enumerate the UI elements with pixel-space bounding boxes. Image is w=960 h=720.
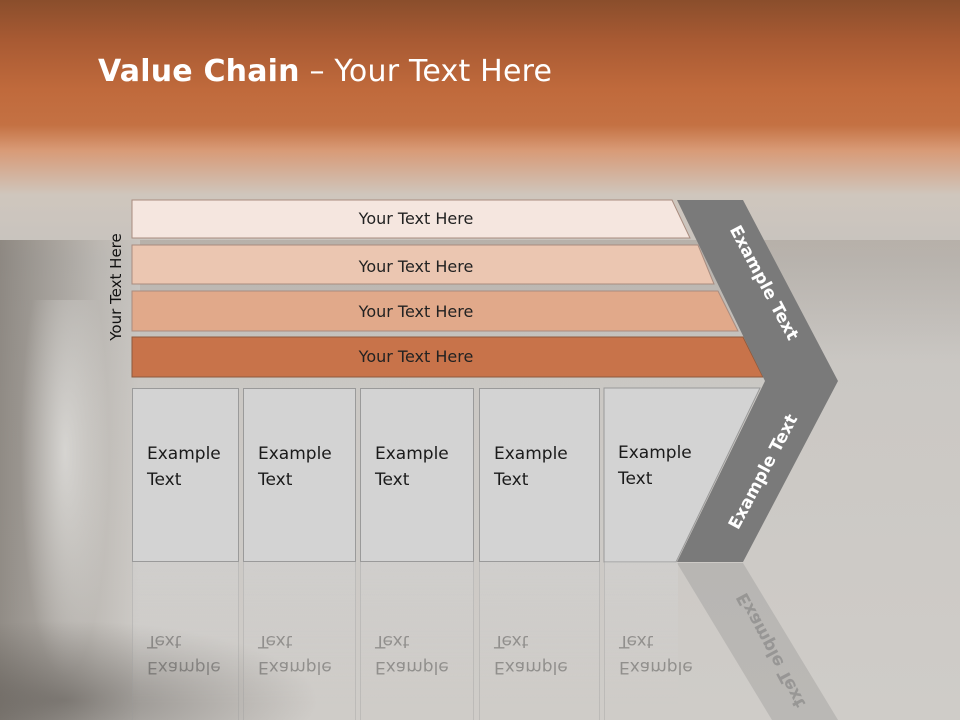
bar-4-label: Your Text Here (358, 347, 474, 366)
cell-3-reflection-label: Example Text (375, 631, 449, 677)
cell-4-label: Example Text (494, 444, 568, 490)
bar-2 (131, 244, 715, 285)
bar-2-label: Your Text Here (358, 257, 474, 276)
background-waterfall (20, 300, 110, 680)
cell-1-reflection: Example Text (132, 562, 239, 720)
cell-3-label: Example Text (375, 444, 449, 490)
bar-1-label: Your Text Here (358, 209, 474, 228)
title-bold: Value Chain (98, 54, 300, 89)
background-foliage (0, 620, 320, 720)
cell-2-label: Example Text (258, 444, 332, 490)
cell-2: Example Text (243, 388, 356, 562)
bar-3-label: Your Text Here (358, 302, 474, 321)
cell-5: Example Text (604, 388, 714, 562)
title-rest: – Your Text Here (299, 54, 553, 89)
chevron-arrow (677, 200, 838, 562)
cell-5-reflection: Example Text (604, 562, 693, 720)
cell-5-label: Example Text (618, 443, 692, 489)
cell-4-reflection: Example Text (479, 562, 600, 720)
bar-4 (131, 336, 764, 378)
chevron-reflection (677, 563, 838, 720)
slide-title: Value Chain – Your Text Here (98, 54, 552, 89)
cell-4-reflection-label: Example Text (494, 631, 568, 677)
cell-1: Example Text (132, 388, 239, 562)
cell-5-reflection-label: Example Text (619, 631, 693, 677)
cell-3-reflection: Example Text (360, 562, 474, 720)
cell-2-reflection-label: Example Text (258, 631, 332, 677)
cell-5-shape (603, 387, 761, 563)
cell-2-reflection: Example Text (243, 562, 356, 720)
cell-4: Example Text (479, 388, 600, 562)
cell-3: Example Text (360, 388, 474, 562)
bar-1 (131, 199, 691, 239)
cell-1-label: Example Text (147, 444, 221, 490)
cell-1-reflection-label: Example Text (147, 631, 221, 677)
bar-3 (131, 290, 739, 332)
